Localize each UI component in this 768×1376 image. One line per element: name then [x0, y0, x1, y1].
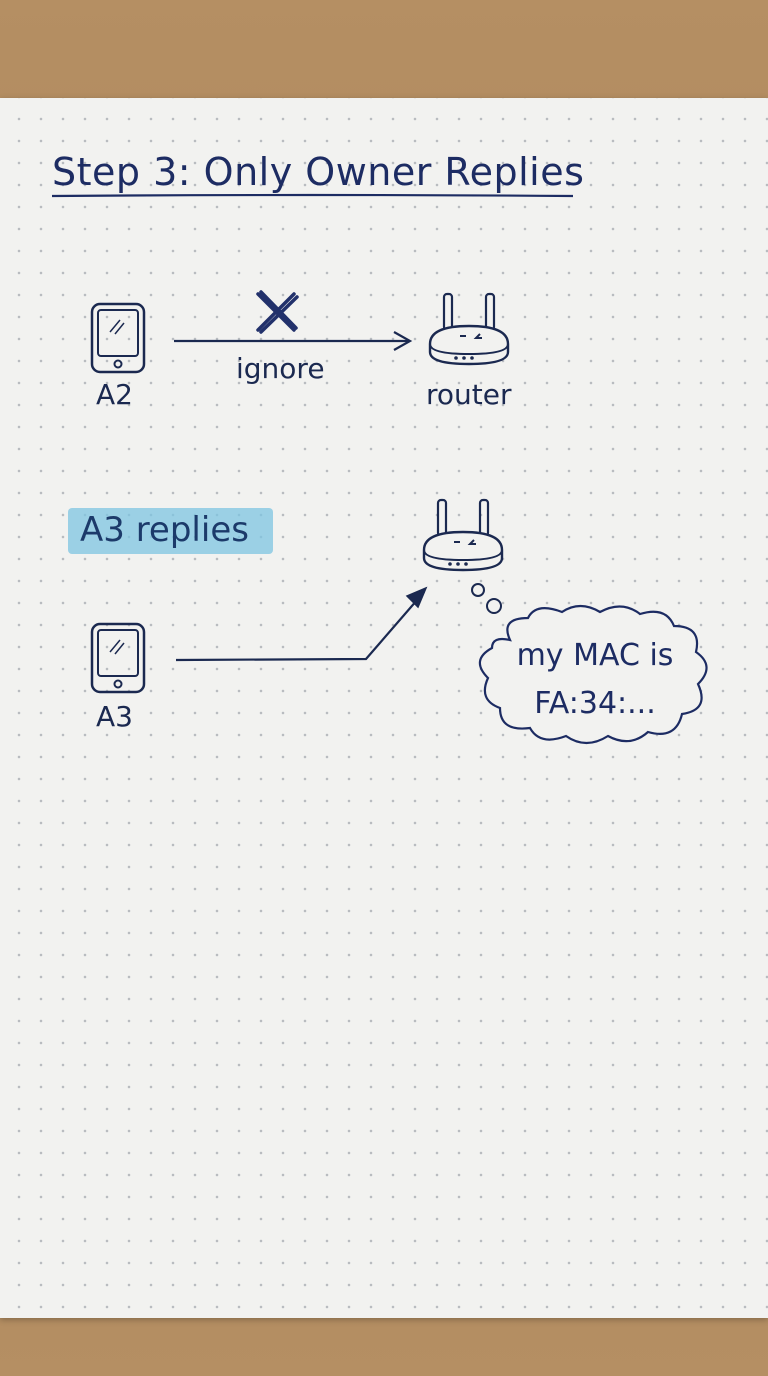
phone-icon-a3 — [90, 622, 146, 694]
device-label-a2: A2 — [96, 378, 133, 411]
reply-arrow — [175, 586, 428, 662]
router-icon-2 — [422, 498, 504, 572]
arrow-label-ignore: ignore — [236, 352, 325, 385]
thought-bubble-trail — [471, 583, 502, 614]
thought-bubble-text: my MAC is FA:34:... — [490, 632, 700, 728]
highlight-label: A3 replies — [80, 510, 249, 550]
page-title: Step 3: Only Owner Replies — [52, 150, 585, 194]
phone-icon-a2 — [90, 302, 146, 374]
router-icon-1 — [428, 292, 510, 366]
title-underline — [51, 193, 574, 198]
router-label: router — [426, 378, 512, 411]
highlighter-mark — [68, 508, 273, 554]
blocked-request-arrow — [174, 331, 413, 351]
thought-bubble — [478, 604, 708, 745]
thought-line-2: FA:34:... — [534, 686, 656, 721]
cross-icon — [256, 290, 299, 334]
thought-line-1: my MAC is — [516, 638, 674, 673]
device-label-a3: A3 — [96, 700, 133, 733]
